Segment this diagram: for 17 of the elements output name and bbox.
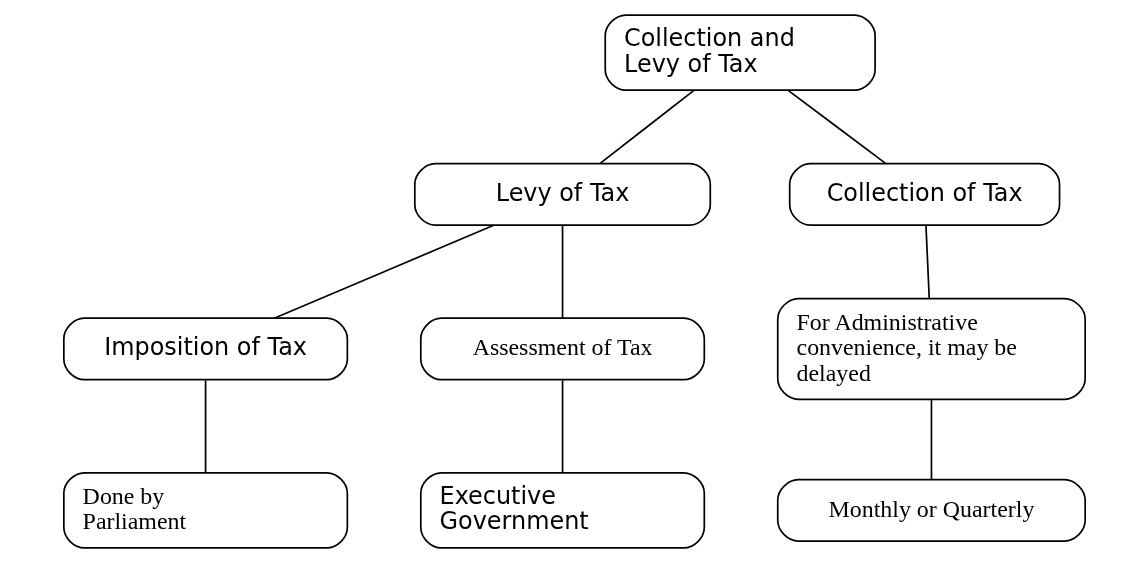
node-box: Executive Government: [419, 471, 705, 549]
connector: [272, 224, 495, 320]
node-box: Collection of Tax: [788, 162, 1060, 226]
connector: [924, 224, 930, 300]
node-box: Done by Parliament: [62, 471, 348, 549]
node-box: Collection and Levy of Tax: [603, 14, 876, 92]
connector: [561, 379, 563, 474]
connector: [786, 89, 886, 165]
node-box: Assessment of Tax: [419, 317, 705, 381]
node-box: Levy of Tax: [413, 162, 711, 226]
connector: [930, 398, 932, 481]
node-box: Imposition of Tax: [62, 317, 348, 381]
connector: [561, 224, 563, 320]
node-box: Monthly or Quarterly: [776, 478, 1086, 542]
connector: [204, 379, 206, 474]
node-box: For Administrative convenience, it may be delayed: [776, 297, 1086, 401]
connector: [598, 89, 695, 165]
